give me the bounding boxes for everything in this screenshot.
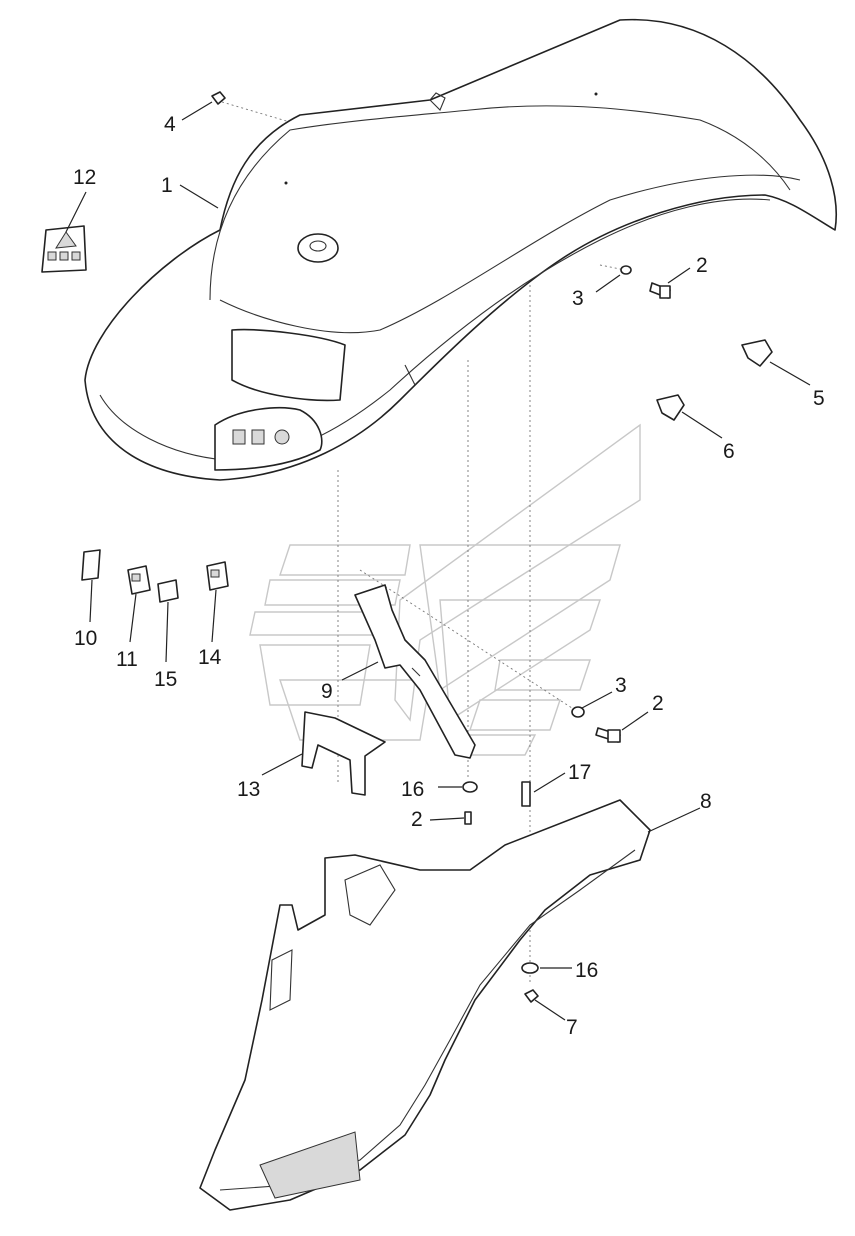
callout-13: 13 <box>237 778 260 801</box>
callout-8: 8 <box>700 790 712 813</box>
callout-12: 12 <box>73 166 96 189</box>
washer-3-lower <box>571 706 585 718</box>
watermark-logo <box>249 423 641 756</box>
callout-4: 4 <box>164 113 176 136</box>
warning-label <box>41 225 87 273</box>
pad-part-10 <box>81 549 101 581</box>
callout-10: 10 <box>74 627 97 650</box>
callout-3: 3 <box>615 674 627 697</box>
screw-2-upper <box>649 282 671 299</box>
callout-1: 1 <box>161 174 173 197</box>
washer-16-lower <box>521 962 539 974</box>
stud-part-17 <box>521 781 531 807</box>
block-part-14 <box>206 561 229 591</box>
callout-17: 17 <box>568 761 591 784</box>
callout-2: 2 <box>652 692 664 715</box>
callout-2: 2 <box>696 254 708 277</box>
washer-3-upper <box>620 265 632 275</box>
clip-part-15 <box>157 579 179 603</box>
callout-7: 7 <box>566 1016 578 1039</box>
block-part-11 <box>127 565 151 595</box>
screw-2-vertical <box>464 811 472 825</box>
screw-2-lower <box>595 727 621 743</box>
callout-2: 2 <box>411 808 423 831</box>
callout-14: 14 <box>198 646 222 669</box>
nut-part-4 <box>211 91 226 105</box>
callout-labels: 1 2 2 2 3 3 4 5 6 7 8 9 10 11 12 13 14 1… <box>73 113 825 1039</box>
bracket-part-13 <box>301 711 386 796</box>
callout-9: 9 <box>321 680 333 703</box>
callout-6: 6 <box>723 440 735 463</box>
clip-part-6 <box>656 394 685 421</box>
clip-part-5 <box>741 339 773 367</box>
callout-15: 15 <box>154 668 177 691</box>
callout-16: 16 <box>575 959 598 982</box>
callout-11: 11 <box>116 648 138 671</box>
callout-16: 16 <box>401 778 424 801</box>
bracket-part-9 <box>354 584 476 759</box>
callout-3: 3 <box>572 287 584 310</box>
washer-16-upper <box>462 781 478 793</box>
nut-part-7 <box>524 989 539 1003</box>
fender-liner-part-8 <box>199 799 651 1211</box>
rear-fender <box>84 18 838 481</box>
callout-5: 5 <box>813 387 825 410</box>
leader-lines <box>65 101 811 1021</box>
